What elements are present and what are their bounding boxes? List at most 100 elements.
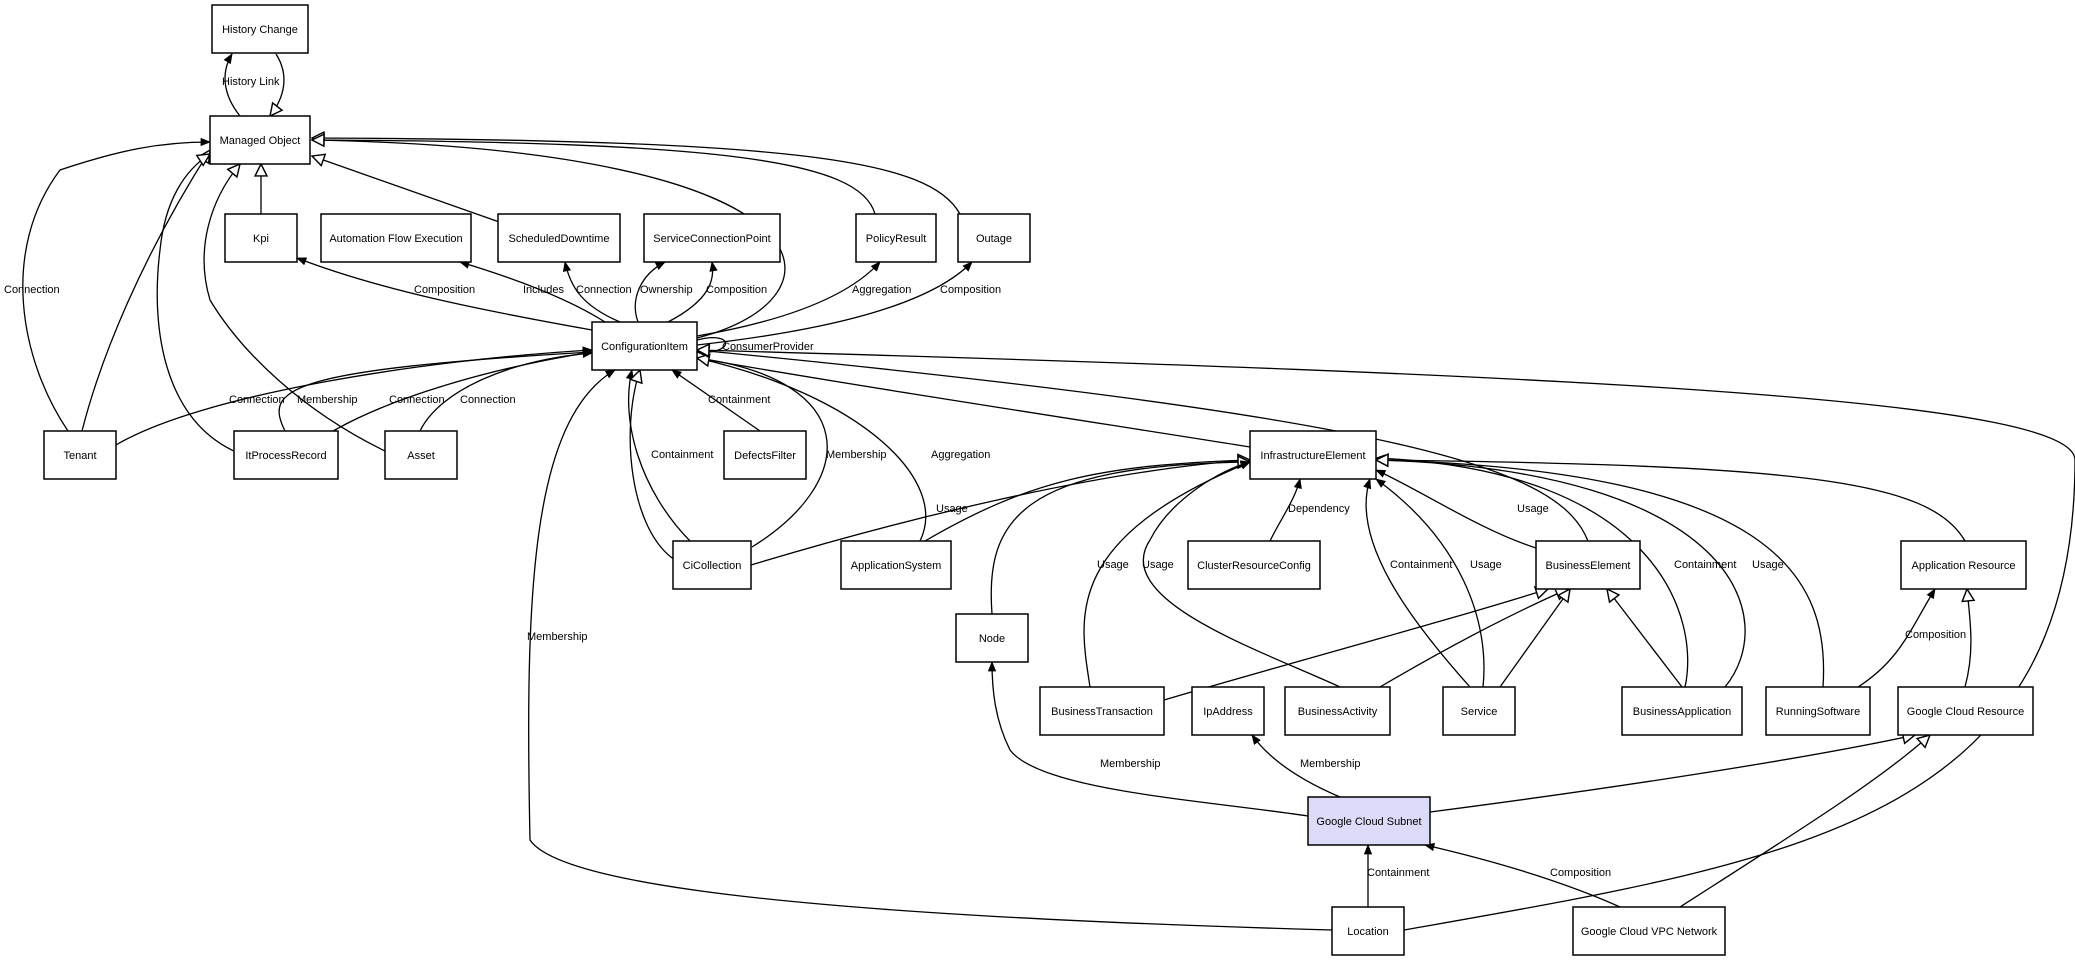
node-automation-flow-execution[interactable]: Automation Flow Execution — [320, 213, 472, 263]
node-box[interactable] — [1187, 540, 1321, 590]
node-box[interactable] — [320, 213, 472, 263]
node-box[interactable] — [672, 540, 752, 590]
node-box[interactable] — [224, 213, 298, 263]
node-configuration-item[interactable]: ConfigurationItem — [591, 321, 698, 371]
node-google-cloud-subnet[interactable]: Google Cloud Subnet — [1307, 796, 1431, 846]
edge-e-be-ci — [697, 350, 1589, 542]
inheritance-connector — [156, 154, 237, 453]
association-connector — [671, 369, 761, 432]
node-box[interactable] — [211, 4, 309, 54]
node-service-connection-point[interactable]: ServiceConnectionPoint — [643, 213, 781, 263]
inheritance-connector — [312, 156, 506, 225]
edge-label: Membership — [826, 449, 887, 461]
node-policy-result[interactable]: PolicyResult — [855, 213, 937, 263]
node-box[interactable] — [1765, 686, 1871, 736]
node-label: IpAddress — [1203, 706, 1253, 718]
edge-label: Containment — [651, 449, 713, 461]
association-connector — [625, 368, 691, 542]
node-it-process-record[interactable]: ItProcessRecord — [233, 430, 339, 480]
association-connector — [115, 346, 594, 446]
node-location[interactable]: Location — [1331, 906, 1405, 956]
edge-label: Dependency — [1288, 503, 1350, 515]
node-box[interactable] — [855, 213, 937, 263]
node-tenant[interactable]: Tenant — [43, 430, 117, 480]
node-ci-collection[interactable]: CiCollection — [672, 540, 752, 590]
node-history-change[interactable]: History Change — [211, 4, 309, 54]
association-connector — [1423, 843, 1621, 908]
edge-e-history-link: History Link — [222, 53, 280, 117]
edge-e-ci-scp-comp: Composition — [667, 260, 767, 323]
association-connector — [1083, 461, 1251, 688]
edge-e-ipr-ci: Membership — [278, 348, 594, 432]
edge-label: Membership — [1300, 758, 1361, 770]
node-cluster-resource-config[interactable]: ClusterResourceConfig — [1187, 540, 1321, 590]
node-label: ItProcessRecord — [245, 450, 326, 462]
edge-label: Aggregation — [852, 284, 911, 296]
node-label: Service — [1461, 706, 1498, 718]
node-label: DefectsFilter — [734, 450, 796, 462]
node-infrastructure-element[interactable]: InfrastructureElement — [1249, 430, 1377, 480]
node-application-system[interactable]: ApplicationSystem — [840, 540, 952, 590]
edge-e-gcs-ip: Membership — [1251, 734, 1361, 798]
node-box[interactable] — [1572, 906, 1726, 956]
edge-e-cic-ci-inherit — [630, 370, 676, 561]
node-box[interactable] — [591, 321, 698, 371]
node-service[interactable]: Service — [1442, 686, 1516, 736]
node-business-transaction[interactable]: BusinessTransaction — [1039, 686, 1165, 736]
node-box[interactable] — [1249, 430, 1377, 480]
node-label: Application Resource — [1912, 560, 2016, 572]
node-box[interactable] — [43, 430, 117, 480]
node-scheduled-downtime[interactable]: ScheduledDowntime — [497, 213, 621, 263]
node-outage[interactable]: Outage — [957, 213, 1031, 263]
node-running-software[interactable]: RunningSoftware — [1765, 686, 1871, 736]
node-ip-address[interactable]: IpAddress — [1191, 686, 1265, 736]
node-box[interactable] — [1900, 540, 2027, 590]
node-box[interactable] — [1284, 686, 1391, 736]
association-connector — [667, 260, 718, 323]
node-node[interactable]: Node — [955, 613, 1029, 663]
node-google-cloud-vpc-network[interactable]: Google Cloud VPC Network — [1572, 906, 1726, 956]
node-box[interactable] — [497, 213, 621, 263]
edge-e-hc-inherit — [270, 53, 285, 116]
association-connector — [987, 660, 1309, 817]
node-box[interactable] — [233, 430, 339, 480]
node-label: InfrastructureElement — [1260, 450, 1365, 462]
edge-e-as-ie — [924, 460, 1250, 542]
node-asset[interactable]: Asset — [384, 430, 458, 480]
inheritance-connector — [1607, 589, 1683, 688]
node-label: Outage — [976, 233, 1012, 245]
edge-e-crc-ie: Dependency — [1269, 477, 1350, 542]
node-box[interactable] — [957, 213, 1031, 263]
node-box[interactable] — [1039, 686, 1165, 736]
association-connector — [562, 260, 621, 323]
node-business-activity[interactable]: BusinessActivity — [1284, 686, 1391, 736]
association-connector — [695, 356, 927, 542]
node-defects-filter[interactable]: DefectsFilter — [723, 430, 807, 480]
node-box[interactable] — [955, 613, 1029, 663]
edge-label: Composition — [706, 284, 767, 296]
node-label: CiCollection — [683, 560, 742, 572]
node-box[interactable] — [1191, 686, 1265, 736]
node-box[interactable] — [1621, 686, 1743, 736]
edge-e-svc-ie-cont: Containment — [1363, 478, 1471, 688]
node-managed-object[interactable]: Managed Object — [209, 115, 311, 165]
node-box[interactable] — [643, 213, 781, 263]
edge-label: Connection — [576, 284, 632, 296]
node-google-cloud-resource[interactable]: Google Cloud Resource — [1897, 686, 2034, 736]
node-box[interactable] — [1535, 540, 1641, 590]
node-label: Managed Object — [220, 135, 301, 147]
node-box[interactable] — [1897, 686, 2034, 736]
edge-e-svc-be — [1499, 589, 1570, 688]
node-application-resource[interactable]: Application Resource — [1900, 540, 2027, 590]
node-box[interactable] — [1331, 906, 1405, 956]
node-kpi[interactable]: Kpi — [224, 213, 298, 263]
node-box[interactable] — [840, 540, 952, 590]
node-business-element[interactable]: BusinessElement — [1535, 540, 1641, 590]
node-box[interactable] — [209, 115, 311, 165]
node-box[interactable] — [384, 430, 458, 480]
node-box[interactable] — [1442, 686, 1516, 736]
edge-e-asset-inherit — [203, 164, 388, 453]
node-business-application[interactable]: BusinessApplication — [1621, 686, 1743, 736]
node-box[interactable] — [1307, 796, 1431, 846]
node-box[interactable] — [723, 430, 807, 480]
